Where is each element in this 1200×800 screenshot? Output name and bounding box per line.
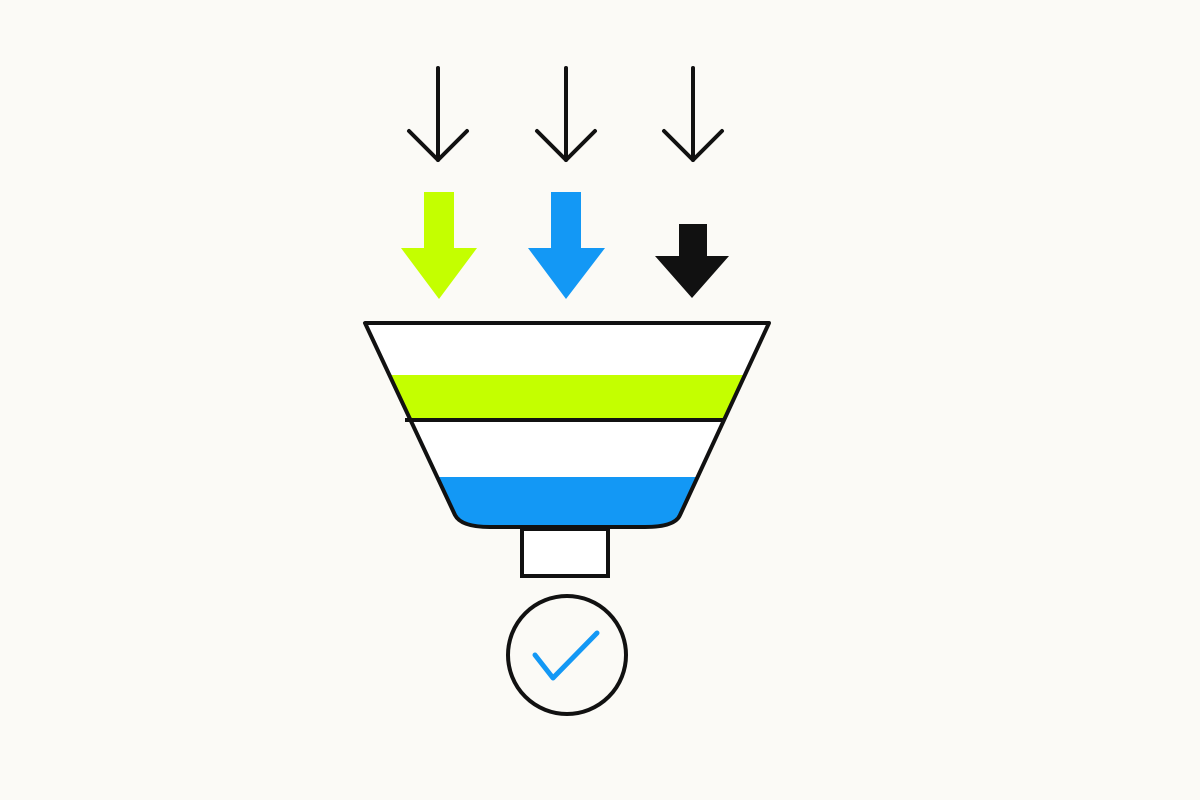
funnel-body — [365, 323, 769, 527]
lime-band — [365, 375, 769, 418]
input-arrows — [407, 66, 724, 162]
colored-arrows — [401, 192, 729, 299]
checkmark-icon — [532, 630, 600, 681]
thin-down-arrow-icon — [662, 66, 724, 162]
blue-down-arrow-icon — [528, 192, 605, 299]
check-circle-icon — [506, 594, 628, 716]
thin-down-arrow-icon — [407, 66, 469, 162]
funnel-outline — [363, 321, 771, 529]
funnel-icon — [363, 321, 771, 529]
check-circle-outline — [506, 594, 628, 716]
black-down-arrow-icon — [655, 224, 729, 298]
funnel-spout — [520, 527, 610, 578]
thin-down-arrow-icon — [535, 66, 597, 162]
lime-down-arrow-icon — [401, 192, 477, 299]
